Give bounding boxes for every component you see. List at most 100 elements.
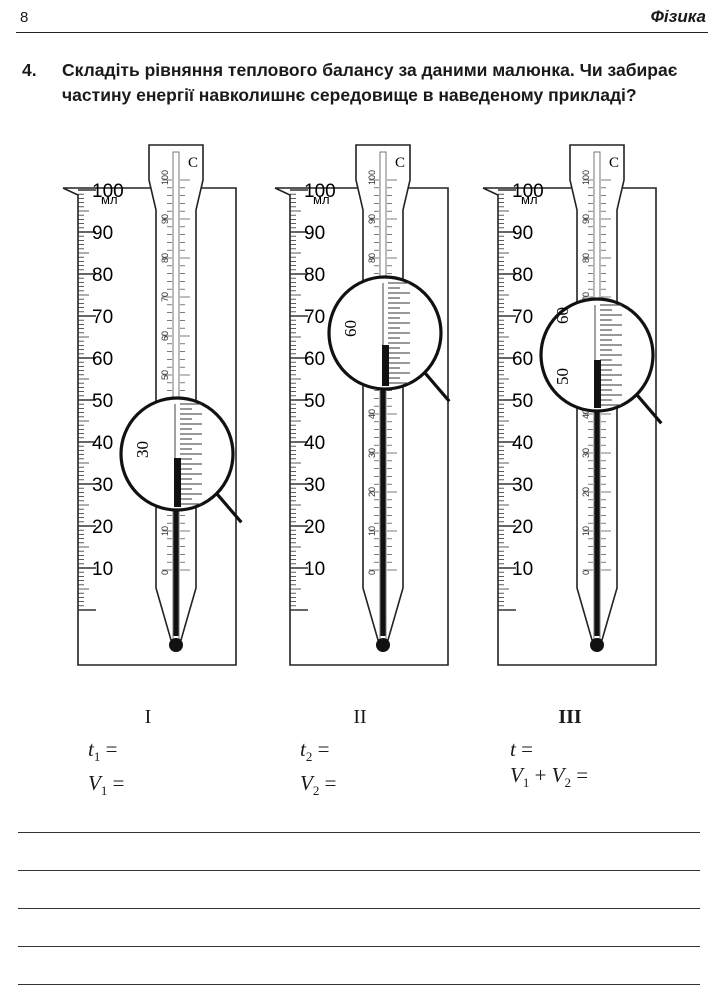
magnified-mercury	[174, 458, 181, 507]
beaker-thermometer-1: мл10090807060504030201010090807060504030…	[62, 144, 243, 666]
thermometer-unit-label: C	[188, 155, 198, 171]
formula-v2-sum-sub: 2	[564, 775, 572, 791]
formula-v1-sub: 1	[100, 783, 108, 799]
beaker-unit-label: мл	[101, 192, 118, 207]
beaker-scale-label: 40	[304, 433, 325, 454]
task-text: Складіть рівняння теплового балансу за д…	[62, 60, 678, 105]
beaker-scale-label: 90	[92, 223, 113, 244]
formula-group-1: t1 = V1 =	[88, 736, 124, 804]
thermometer-scale-label: 20	[581, 487, 591, 497]
beaker-thermometer-2: мл10090807060504030201010090807060504030…	[274, 144, 451, 666]
answer-line-1	[18, 832, 700, 833]
thermometer-scale-label: 0	[581, 570, 591, 575]
thermometer-scale-label: 30	[581, 448, 591, 458]
beaker-outline	[274, 187, 449, 666]
beaker-scale-label: 60	[304, 349, 325, 370]
thermometer-figure: мл10090807060504030201010090807060504030…	[62, 144, 663, 666]
thermometer-scale-label: 50	[160, 370, 170, 380]
formula-group-3: t = V1 + V2 =	[510, 736, 588, 796]
beaker-unit-label: мл	[521, 192, 538, 207]
formula-v1-sum: V	[510, 763, 523, 787]
thermometer-scale-label: 40	[367, 409, 377, 419]
beaker-scale-label: 50	[304, 391, 325, 412]
beaker-scale-label: 100	[512, 181, 544, 202]
formula-plus: +	[534, 763, 547, 787]
beaker-scale-label: 20	[512, 517, 533, 538]
magnifier-lens	[327, 275, 443, 391]
beaker-scale-label: 40	[92, 433, 113, 454]
thermometer-scale-label: 40	[581, 409, 591, 419]
formula-t2-eq: =	[317, 737, 330, 761]
thermometer-scale-label: 100	[581, 170, 591, 185]
page-header: 8 Фізика	[0, 0, 720, 34]
magnified-scale-label: 60	[553, 307, 572, 324]
beaker-scale-label: 90	[304, 223, 325, 244]
beaker-scale-label: 10	[304, 559, 325, 580]
beaker-scale-label: 20	[92, 517, 113, 538]
thermometer-scale-label: 10	[581, 526, 591, 536]
thermometer-scale-label: 10	[160, 526, 170, 536]
beaker-scale-label: 10	[92, 559, 113, 580]
formula-v1-eq: =	[112, 771, 125, 796]
beaker-scale-label: 80	[512, 265, 533, 286]
thermometer-scale-label: 60	[160, 331, 170, 341]
beaker-scale-label: 80	[92, 265, 113, 286]
thermometer-scale-label: 100	[367, 170, 377, 185]
beaker-scale-label: 50	[92, 391, 113, 412]
thermometer-scale-label: 90	[581, 214, 591, 224]
magnified-mercury	[382, 345, 389, 386]
formula-v2: V	[300, 771, 313, 796]
thermometer-scale-label: 90	[160, 214, 170, 224]
formula-t-eq: =	[521, 737, 533, 761]
beaker-scale-label: 30	[92, 475, 113, 496]
answer-line-4	[18, 946, 700, 947]
formula-v1: V	[88, 771, 101, 796]
figure-label-1: I	[144, 706, 152, 728]
thermometer-scale-label: 0	[367, 570, 377, 575]
thermometer-body	[148, 144, 204, 641]
mercury-bulb	[590, 638, 604, 652]
beaker-scale-label: 30	[512, 475, 533, 496]
header-rule	[16, 32, 708, 33]
magnifier: 30	[119, 396, 243, 524]
thermometer-scale-label: 100	[160, 170, 170, 185]
figure-label-2: II	[353, 706, 367, 728]
formula-v2-sub: 2	[312, 783, 320, 799]
answer-line-3	[18, 908, 700, 909]
mercury-bulb	[169, 638, 183, 652]
thermometer-unit-label: C	[609, 155, 619, 171]
figure-label-3: III	[558, 706, 582, 728]
magnifier-handle	[636, 394, 663, 425]
formula-sum-eq: =	[576, 763, 589, 787]
formula-t1-sub: 1	[93, 749, 101, 765]
formula-t2: t	[300, 737, 306, 761]
formula-v2-eq: =	[324, 771, 337, 796]
beaker-scale-label: 100	[92, 181, 124, 202]
magnified-scale-label: 50	[553, 368, 572, 385]
formula-t1-eq: =	[105, 737, 118, 761]
magnifier: 60 50	[539, 297, 663, 425]
beaker-scale-label: 60	[92, 349, 113, 370]
beaker-thermometer-3: мл10090807060504030201010090807060504030…	[482, 144, 663, 666]
formula-group-2: t2 = V2 =	[300, 736, 336, 804]
beaker-scale-label: 20	[304, 517, 325, 538]
thermometer-scale-label: 10	[367, 526, 377, 536]
beaker-scale-label: 70	[92, 307, 113, 328]
thermometer-scale-label: 0	[160, 570, 170, 575]
magnified-scale-label: 60	[341, 320, 360, 337]
beaker-scale-label: 100	[304, 181, 336, 202]
beaker-scale-label: 50	[512, 391, 533, 412]
magnifier-handle	[424, 372, 451, 403]
magnifier-handle	[216, 493, 243, 524]
formula-t2-sub: 2	[305, 749, 313, 765]
beaker-scale-label: 90	[512, 223, 533, 244]
mercury-column	[594, 360, 600, 636]
beaker-scale-label: 30	[304, 475, 325, 496]
answer-line-5	[18, 984, 700, 985]
formula-v1-sum-sub: 1	[522, 775, 530, 791]
formula-v2-sum: V	[551, 763, 565, 787]
magnifier: 60	[327, 275, 451, 403]
beaker-scale-label: 70	[512, 307, 533, 328]
subject-title: Фізика	[650, 7, 706, 26]
formula-t1: t	[88, 737, 94, 761]
